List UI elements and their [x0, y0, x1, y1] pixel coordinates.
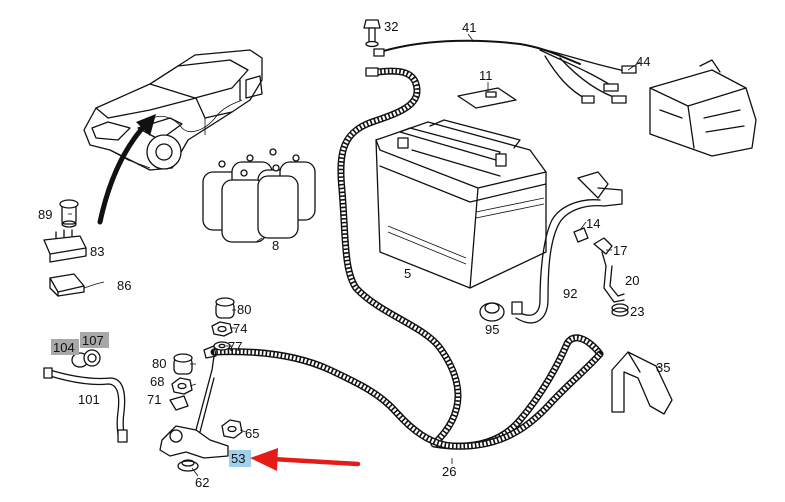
- highlight-104: [51, 339, 79, 355]
- part-17-connector: [593, 237, 613, 267]
- label-86: 86: [117, 278, 131, 293]
- highlight-53: [229, 450, 251, 467]
- label-71: 71: [147, 392, 161, 407]
- part-44-fuse-box: [649, 59, 757, 157]
- part-92-cable: [511, 171, 623, 324]
- label-92: 92: [563, 286, 577, 301]
- part-8-cell-block: [202, 148, 316, 243]
- part-11-plate: [457, 87, 517, 109]
- label-35: 35: [656, 360, 670, 375]
- label-107: 107: [82, 333, 104, 348]
- label-68: 68: [150, 374, 164, 389]
- label-32: 32: [384, 19, 398, 34]
- label-23: 23: [630, 304, 644, 319]
- label-101: 101: [78, 392, 100, 407]
- part-80a-cap: [215, 297, 235, 319]
- part-20-hose: [603, 265, 625, 303]
- label-53: 53: [231, 451, 245, 466]
- part-32-bolt: [363, 19, 381, 48]
- label-41: 41: [462, 20, 476, 35]
- label-77: 77: [228, 339, 242, 354]
- highlight-107: [80, 332, 109, 348]
- label-65: 65: [245, 426, 259, 441]
- car-pointer-arrow: [97, 114, 156, 225]
- leader-lines: [68, 33, 661, 477]
- part-74-nut: [211, 321, 233, 337]
- red-arrow: [250, 448, 361, 471]
- part-86-relay: [49, 273, 105, 297]
- label-104: 104: [53, 340, 75, 355]
- part-23-nut: [611, 303, 629, 317]
- label-89: 89: [38, 207, 52, 222]
- part-101-cable: [43, 367, 128, 443]
- part-83-fuse-holder: [43, 229, 87, 263]
- part-41-wiring-harness: [373, 39, 637, 104]
- label-20: 20: [625, 273, 639, 288]
- part-35-bracket: [611, 351, 673, 415]
- main-battery-cable: [337, 67, 604, 450]
- label-8: 8: [272, 238, 279, 253]
- label-26: 26: [442, 464, 456, 479]
- part-71-clip: [169, 395, 189, 411]
- part-65-nut: [221, 419, 243, 439]
- label-44: 44: [636, 54, 650, 69]
- label-74: 74: [233, 321, 247, 336]
- label-14: 14: [586, 216, 600, 231]
- part-53-terminal-clamp: [159, 355, 229, 459]
- part-26-ground-cable: [203, 345, 604, 450]
- part-68-nut: [171, 377, 193, 395]
- label-5: 5: [404, 266, 411, 281]
- part-labels: 32 41 44 11 89 83 86 8 5 14 17 20 92 23 …: [38, 19, 670, 490]
- label-17: 17: [613, 243, 627, 258]
- part-89-grommet: [59, 199, 79, 228]
- part-95-grommet: [479, 302, 505, 322]
- part-5-battery: [375, 119, 547, 289]
- part-62-base: [177, 459, 199, 472]
- label-83: 83: [90, 244, 104, 259]
- label-95: 95: [485, 322, 499, 337]
- part-80b-cap: [173, 353, 193, 375]
- label-80-lower: 80: [152, 356, 166, 371]
- label-62: 62: [195, 475, 209, 490]
- label-11: 11: [479, 68, 493, 83]
- part-107-ring: [83, 349, 101, 367]
- car-illustration: [83, 49, 263, 171]
- label-80-upper: 80: [237, 302, 251, 317]
